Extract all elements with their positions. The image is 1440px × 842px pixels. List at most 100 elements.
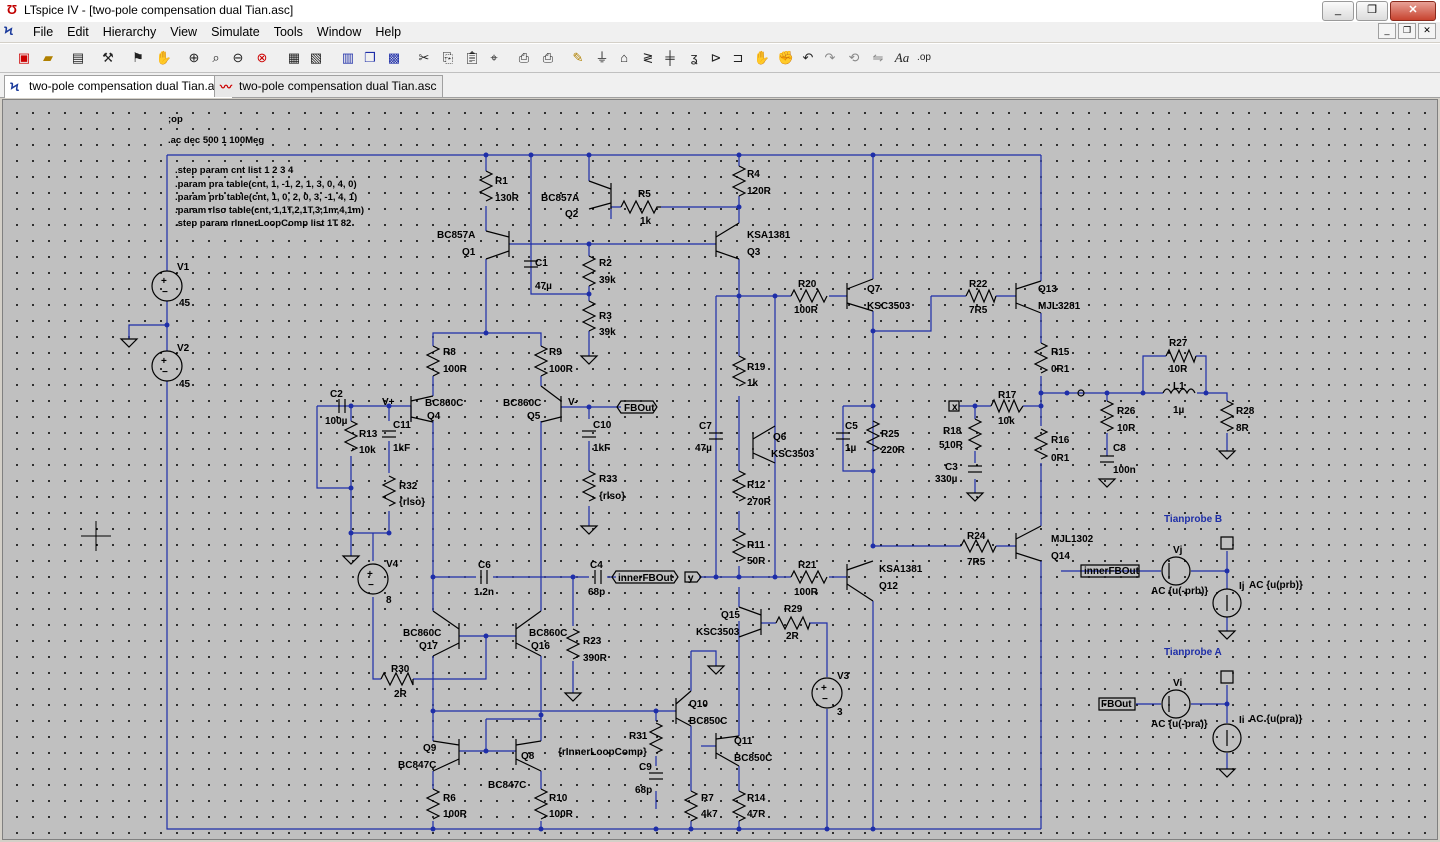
restore-button[interactable]: ❐ [1356, 1, 1388, 21]
svg-text:+: + [161, 276, 167, 287]
q7-name: Q7 [867, 284, 881, 295]
tile-icon[interactable]: ▥ [341, 50, 355, 65]
probe-b-isrc: Ij [1239, 581, 1245, 592]
zoom-out-icon[interactable]: ⊖ [232, 50, 244, 65]
text-icon[interactable]: Aa [894, 50, 910, 65]
menu-window[interactable]: Window [316, 25, 362, 39]
r24-name: R24 [967, 531, 986, 542]
print-icon[interactable]: ⎙ [518, 50, 530, 65]
tab-waveform-label: two-pole compensation dual Tian.asc [239, 79, 437, 93]
control-panel-icon[interactable]: ⚒ [102, 50, 114, 65]
mdi-restore-button[interactable]: ❐ [1398, 23, 1416, 39]
redo-icon[interactable]: ↷ [824, 50, 836, 65]
plot-settings-icon[interactable]: ▧ [309, 50, 323, 65]
menu-view[interactable]: View [170, 25, 198, 39]
r22-value: 7R5 [969, 305, 988, 316]
draw-wire-icon[interactable]: ✎ [572, 50, 584, 65]
print-preview-icon[interactable]: ⎙ [542, 50, 554, 65]
diode-icon[interactable]: ⊳ [710, 50, 722, 65]
svg-text:−: − [162, 367, 168, 378]
copy-icon[interactable]: ⎘ [442, 50, 454, 65]
close-button[interactable]: ✕ [1390, 1, 1436, 21]
menu-tools[interactable]: Tools [273, 25, 303, 39]
q2-name: Q2 [565, 209, 579, 220]
tian-probe-a: Tianprobe A Vi AC {u(-pra)} Ii AC {u(pra… [1101, 647, 1302, 730]
schematic-canvas[interactable]: +− +− +− +− [2, 99, 1438, 840]
r13-name: R13 [359, 429, 378, 440]
cascade-icon[interactable]: ❐ [364, 50, 376, 65]
find-icon[interactable]: ⌖ [490, 50, 498, 65]
inductor-icon[interactable]: ʓ [690, 50, 698, 65]
move-icon[interactable]: ✋ [753, 50, 771, 65]
r25-value: 220R [881, 445, 906, 456]
r9-value: 100R [549, 364, 574, 375]
c11-name: C11 [393, 420, 411, 431]
net-vplus: V+ [382, 397, 395, 408]
net-x-flag: x [952, 402, 958, 413]
v4-name: V4 [386, 559, 399, 570]
open-icon[interactable]: ▰ [43, 50, 53, 65]
probe-b-input: innerFBOut [1084, 566, 1140, 577]
mdi-close-button[interactable]: ✕ [1418, 23, 1436, 39]
schematic-doc-icon[interactable]: Ϟ [4, 24, 14, 38]
r4-name: R4 [747, 169, 760, 180]
run-icon[interactable]: ⚑ [132, 50, 144, 65]
pan-icon[interactable]: ✋ [155, 50, 173, 65]
c8-name: C8 [1113, 443, 1126, 454]
tab-schematic[interactable]: Ϟ two-pole compensation dual Tian.asc [4, 75, 234, 98]
component-icon[interactable]: ⊐ [732, 50, 744, 65]
autorange-icon[interactable]: ▦ [287, 50, 301, 65]
crosshair-cursor [81, 521, 111, 551]
q15-model: KSC3503 [696, 627, 740, 638]
r10-value: 100R [549, 809, 574, 820]
drag-icon[interactable]: ✊ [777, 50, 795, 65]
c1-name: C1 [535, 258, 548, 269]
label-net-icon[interactable]: ⌂ [620, 50, 628, 65]
c7-name: C7 [699, 421, 712, 432]
r17-name: R17 [998, 390, 1017, 401]
c8-value: 100n [1113, 465, 1136, 476]
mdi-minimize-button[interactable]: _ [1378, 23, 1396, 39]
directive-param-rlso: .param rlso table(cnt, 1,1T,2,1T,3,1m,4,… [175, 205, 364, 216]
r20-value: 100R [794, 305, 819, 316]
minimize-button[interactable]: _ [1322, 1, 1354, 21]
r16-value: 0R1 [1051, 453, 1070, 464]
capacitor-icon[interactable]: ╪ [665, 50, 675, 65]
net-fbout-flag: FBOut [624, 403, 655, 414]
q6-name: Q6 [773, 432, 787, 443]
resistor-icon[interactable]: ≷ [642, 50, 654, 65]
zoom-in-icon[interactable]: ⊕ [188, 50, 200, 65]
svg-text:+: + [367, 569, 373, 580]
menu-file[interactable]: File [33, 25, 54, 39]
paste-icon[interactable]: 📋︎ [463, 50, 481, 65]
wires [128, 154, 1228, 830]
probe-a-input: FBOut [1101, 699, 1132, 710]
menu-help[interactable]: Help [375, 25, 402, 39]
zoom-fit-icon[interactable]: ⊗ [256, 50, 268, 65]
undo-icon[interactable]: ↶ [802, 50, 814, 65]
q3-name: Q3 [747, 247, 761, 258]
mirror-icon[interactable]: ⇋ [872, 50, 884, 65]
c3-value: 330µ [935, 474, 958, 485]
save-icon[interactable]: ▤ [71, 50, 85, 65]
new-schematic-icon[interactable]: ▣ [17, 50, 31, 65]
q15-name: Q15 [721, 610, 740, 621]
menu-edit[interactable]: Edit [67, 25, 89, 39]
menu-hierarchy[interactable]: Hierarchy [102, 25, 157, 39]
cut-icon[interactable]: ✂ [418, 50, 430, 65]
spice-directive-icon[interactable]: .op [917, 52, 931, 63]
ltspice-app-icon: Ʊ [6, 2, 18, 17]
v1-name: V1 [177, 262, 190, 273]
r15-value: 0R1 [1051, 364, 1070, 375]
ground-icon[interactable]: ⏚ [595, 50, 609, 65]
q5-name: Q5 [527, 411, 541, 422]
q1-model: BC857A [437, 230, 475, 241]
menu-simulate[interactable]: Simulate [211, 25, 260, 39]
tab-waveform[interactable]: 〰 two-pole compensation dual Tian.asc [214, 75, 444, 97]
rotate-icon[interactable]: ⟲ [848, 50, 860, 65]
svg-text:+: + [821, 683, 827, 694]
r26-name: R26 [1117, 406, 1136, 417]
close-window-icon[interactable]: ▩ [387, 50, 401, 65]
zoom-area-icon[interactable]: ⌕ [212, 50, 220, 65]
r23-value: 390R [583, 653, 608, 664]
